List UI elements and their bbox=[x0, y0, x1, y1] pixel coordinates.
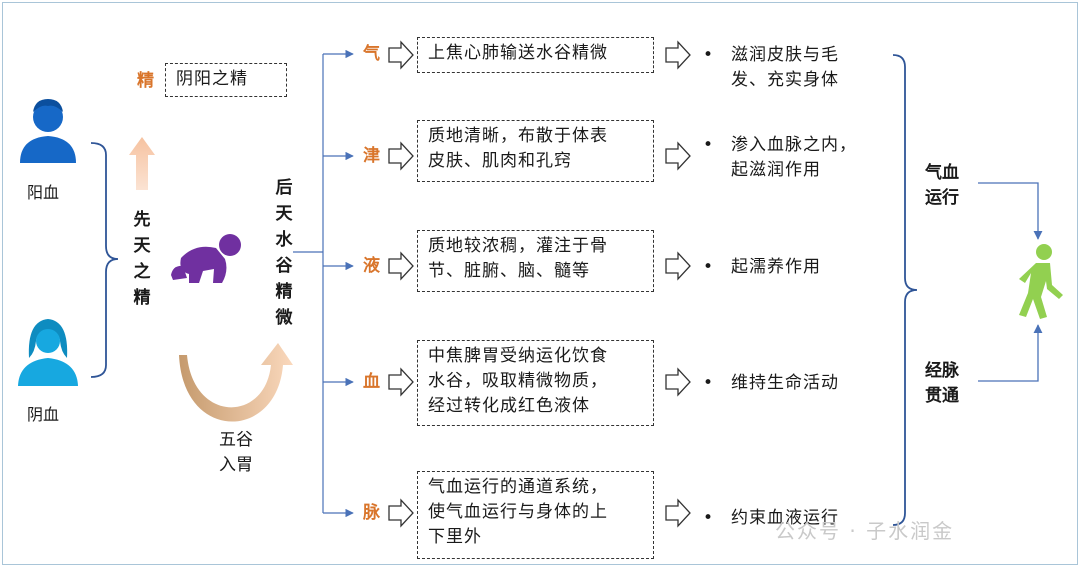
desc-box-xue: 中焦脾胃受纳运化饮食 水谷，吸取精微物质， 经过转化成红色液体 bbox=[417, 340, 654, 426]
qixue-running-label: 气血 运行 bbox=[925, 163, 959, 208]
desc-box-jin: 质地清晰，布散于体表 皮肤、肌肉和孔窍 bbox=[417, 120, 654, 182]
up-arrow-shape bbox=[129, 137, 155, 190]
yin-blood-label: 阴血 bbox=[27, 405, 60, 424]
hollow-arrow bbox=[388, 251, 414, 281]
effect-mai: •约束血液运行 bbox=[703, 508, 839, 528]
acquired-essence-label: 后 天 水 谷 精 微 bbox=[275, 178, 293, 328]
tag-jin: 津 bbox=[363, 146, 380, 166]
male-person-icon bbox=[20, 99, 76, 163]
tag-ye: 液 bbox=[363, 256, 380, 276]
hollow-arrow bbox=[665, 40, 691, 70]
yinyang-essence-box: 阴阳之精 bbox=[165, 63, 287, 97]
yang-blood-label: 阳血 bbox=[27, 183, 60, 202]
tag-mai: 脉 bbox=[363, 503, 380, 523]
innate-essence-label: 先 天 之 精 bbox=[133, 210, 151, 308]
desc-box-mai: 气血运行的通道系统， 使气血运行与身体的上 下里外 bbox=[417, 471, 654, 559]
desc-box-ye: 质地较浓稠，灌注于骨 节、脏腑、脑、髓等 bbox=[417, 230, 654, 292]
watermark-text: 公众号 · 子水润金 bbox=[775, 519, 955, 543]
hollow-arrow bbox=[388, 498, 414, 528]
hollow-arrow bbox=[388, 40, 414, 70]
hollow-arrow bbox=[665, 141, 691, 171]
desc-box-qi: 上焦心肺输送水谷精微 bbox=[417, 37, 654, 73]
qixue-flow-line bbox=[978, 182, 1043, 240]
hollow-arrow bbox=[388, 367, 414, 397]
female-person-icon bbox=[18, 319, 78, 386]
connector-layer bbox=[18, 40, 1063, 528]
effect-jin: •渗入血脉之内， 起滋润作用 bbox=[703, 135, 857, 180]
grain-into-stomach-label: 五谷 入胃 bbox=[219, 430, 253, 475]
hollow-arrow bbox=[665, 367, 691, 397]
hollow-arrow bbox=[388, 141, 414, 171]
hollow-arrow bbox=[665, 251, 691, 281]
hollow-arrow bbox=[665, 498, 691, 528]
left-brace bbox=[90, 142, 119, 378]
tag-qi: 气 bbox=[363, 44, 380, 64]
effect-ye: •起濡养作用 bbox=[703, 257, 821, 277]
grain-curve-arrow bbox=[179, 343, 293, 422]
effect-xue: •维持生命活动 bbox=[703, 373, 839, 393]
crawling-baby-icon bbox=[171, 234, 241, 283]
tag-xue: 血 bbox=[363, 372, 380, 392]
right-brace bbox=[892, 54, 918, 526]
effect-qi: •滋润皮肤与毛 发、充实身体 bbox=[703, 45, 839, 90]
walking-person-icon bbox=[1019, 244, 1063, 319]
jing-tag: 精 bbox=[137, 71, 154, 91]
meridian-label: 经脉 贯通 bbox=[925, 361, 959, 406]
jingmai-flow-line bbox=[978, 324, 1043, 382]
